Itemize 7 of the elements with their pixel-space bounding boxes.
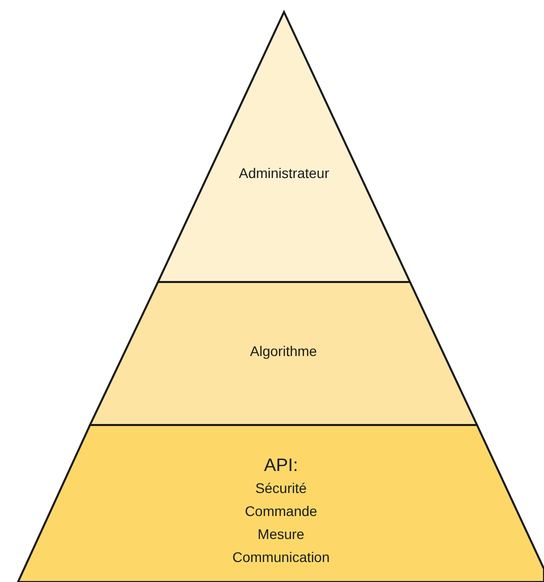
level-label: Mesure <box>258 525 304 544</box>
level-heading: API: <box>264 454 298 477</box>
level-label: Communication <box>232 548 330 567</box>
level-label: Administrateur <box>238 164 330 183</box>
level-label: Algorithme <box>250 342 317 361</box>
level-label: Commande <box>244 502 318 521</box>
level-label: Sécurité <box>255 479 307 498</box>
